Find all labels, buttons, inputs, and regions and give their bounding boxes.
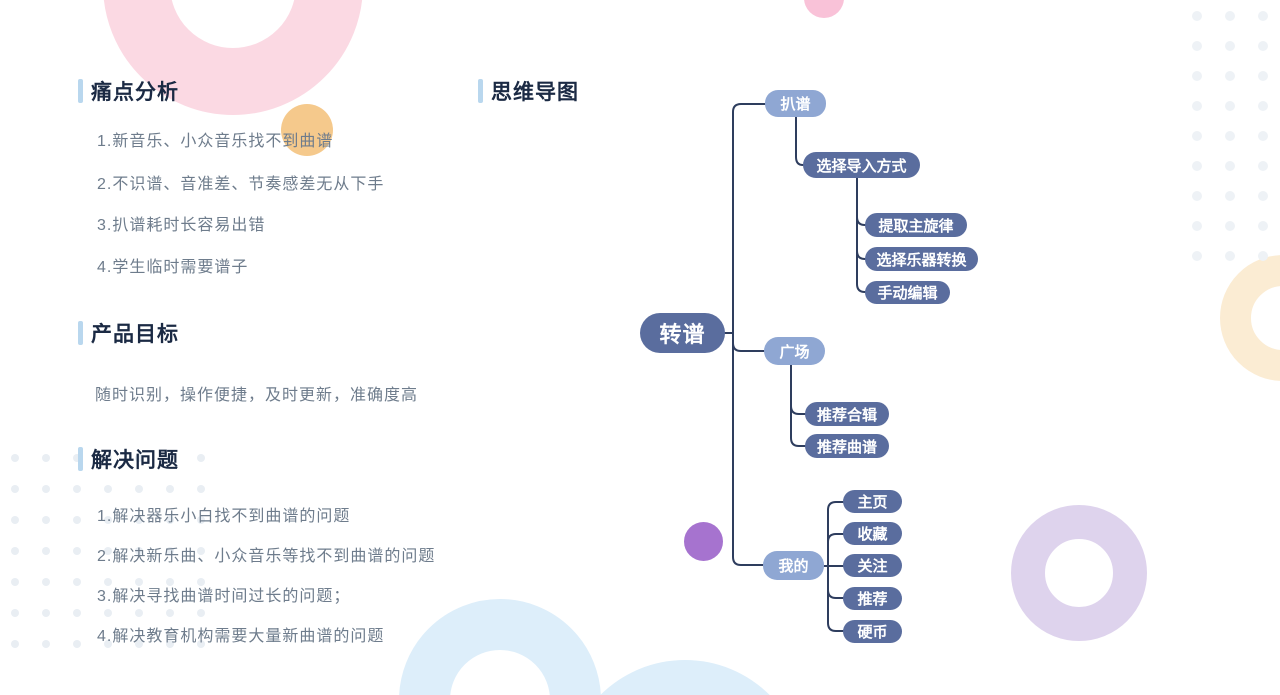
pain-item: 1.新音乐、小众音乐找不到曲谱 xyxy=(97,133,334,150)
mindmap-node-leaf: 提取主旋律 xyxy=(865,213,967,237)
mindmap-node-root: 转谱 xyxy=(640,313,725,353)
decor-purple-circle-icon xyxy=(684,522,723,561)
section-heading-mindmap: 思维导图 xyxy=(478,76,579,106)
mindmap-node-branch: 广场 xyxy=(764,337,825,365)
mindmap-node-leaf: 推荐 xyxy=(843,587,902,610)
mindmap-node-leaf: 推荐曲谱 xyxy=(805,434,889,458)
decor-lavender-ring-icon xyxy=(1011,505,1147,641)
accent-bar-icon xyxy=(78,447,83,471)
mindmap-node-leaf: 选择乐器转换 xyxy=(865,247,978,271)
mindmap-node-sub: 选择导入方式 xyxy=(803,152,920,178)
section-heading-pain: 痛点分析 xyxy=(78,76,179,106)
solve-item: 1.解决器乐小白找不到曲谱的问题 xyxy=(97,508,351,525)
solve-item: 3.解决寻找曲谱时间过长的问题； xyxy=(97,588,351,605)
decor-blue-ring-icon xyxy=(399,599,601,695)
decor-blue-circle-icon xyxy=(565,660,805,695)
section-title: 思维导图 xyxy=(491,81,579,104)
decor-pink-circle-icon xyxy=(804,0,844,18)
section-title: 解决问题 xyxy=(91,449,179,472)
section-heading-goal: 产品目标 xyxy=(78,318,179,348)
mindmap-node-leaf: 推荐合辑 xyxy=(805,402,889,426)
section-heading-solve: 解决问题 xyxy=(78,444,179,474)
pain-item: 3.扒谱耗时长容易出错 xyxy=(97,217,266,234)
solve-item: 2.解决新乐曲、小众音乐等找不到曲谱的问题 xyxy=(97,548,436,565)
solve-item: 4.解决教育机构需要大量新曲谱的问题 xyxy=(97,628,385,645)
mindmap-node-branch: 我的 xyxy=(763,551,824,580)
pain-item: 2.不识谱、音准差、节奏感差无从下手 xyxy=(97,176,385,193)
mindmap-node-branch: 扒谱 xyxy=(765,90,826,117)
mindmap-node-leaf: 硬币 xyxy=(843,620,902,643)
decor-orange-circle-icon xyxy=(281,104,333,156)
pain-item: 4.学生临时需要谱子 xyxy=(97,259,249,276)
mindmap-node-leaf: 主页 xyxy=(843,490,902,513)
accent-bar-icon xyxy=(78,79,83,103)
mindmap-node-leaf: 收藏 xyxy=(843,522,902,545)
dot-grid-left xyxy=(11,454,231,674)
accent-bar-icon xyxy=(478,79,483,103)
goal-body: 随时识别，操作便捷，及时更新，准确度高 xyxy=(95,387,419,404)
mindmap-node-leaf: 关注 xyxy=(843,554,902,577)
section-title: 产品目标 xyxy=(91,323,179,346)
dot-grid-right xyxy=(1192,11,1280,291)
accent-bar-icon xyxy=(78,321,83,345)
section-title: 痛点分析 xyxy=(91,81,179,104)
mindmap-node-leaf: 手动编辑 xyxy=(865,281,950,304)
